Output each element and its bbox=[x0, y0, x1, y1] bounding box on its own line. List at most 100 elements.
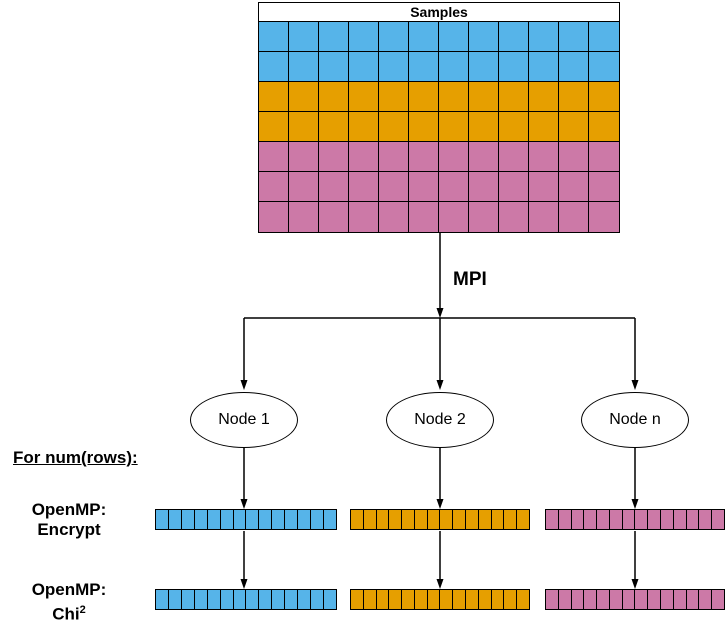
bar-cell bbox=[622, 510, 636, 529]
sample-cell bbox=[439, 172, 469, 202]
bar-cell bbox=[402, 510, 415, 529]
sample-cell bbox=[589, 82, 619, 112]
sample-cell bbox=[469, 142, 499, 172]
sample-cell bbox=[469, 52, 499, 82]
bar-cell bbox=[648, 510, 662, 529]
bar-cell bbox=[363, 510, 377, 529]
openmp-encrypt-label: OpenMP: Encrypt bbox=[1, 500, 137, 540]
bar-cell bbox=[220, 590, 234, 609]
bar-cell bbox=[491, 590, 505, 609]
sample-cell bbox=[559, 202, 589, 232]
sample-cell bbox=[499, 172, 529, 202]
sample-row-orange bbox=[259, 82, 619, 112]
sample-cell bbox=[379, 112, 409, 142]
bar-cell bbox=[699, 590, 713, 609]
bar-cell bbox=[661, 590, 674, 609]
bar-cell bbox=[673, 590, 687, 609]
bar-cell bbox=[414, 590, 428, 609]
bar-cell bbox=[635, 590, 649, 609]
bar-cell bbox=[181, 510, 195, 529]
bar-cell bbox=[686, 510, 700, 529]
chi-bar-noden bbox=[545, 589, 725, 610]
sample-cell bbox=[319, 22, 349, 52]
sample-cell bbox=[319, 52, 349, 82]
bar-cell bbox=[635, 510, 649, 529]
sample-cell bbox=[379, 172, 409, 202]
sample-cell bbox=[439, 82, 469, 112]
bar-cell bbox=[712, 510, 724, 529]
sample-cell bbox=[379, 82, 409, 112]
node-2-label: Node 2 bbox=[414, 411, 466, 428]
bar-cell bbox=[363, 590, 377, 609]
bar-cell bbox=[285, 590, 299, 609]
bar-cell bbox=[376, 510, 390, 529]
bar-cell bbox=[246, 510, 260, 529]
sample-cell bbox=[559, 142, 589, 172]
sample-cell bbox=[289, 22, 319, 52]
bar-cell bbox=[673, 510, 687, 529]
sample-cell bbox=[559, 112, 589, 142]
bar-cell bbox=[427, 590, 441, 609]
bar-cell bbox=[571, 590, 585, 609]
bar-cell bbox=[478, 510, 492, 529]
chi-superscript: 2 bbox=[79, 604, 86, 616]
bar-cell bbox=[402, 590, 415, 609]
sample-cell bbox=[289, 172, 319, 202]
bar-cell bbox=[323, 590, 336, 609]
sample-cell bbox=[409, 22, 439, 52]
openmp-chi-line1: OpenMP: bbox=[31, 580, 107, 599]
bar-cell bbox=[699, 510, 713, 529]
bar-cell bbox=[376, 590, 390, 609]
sample-cell bbox=[319, 82, 349, 112]
bar-cell bbox=[351, 510, 364, 529]
sample-cell bbox=[289, 52, 319, 82]
sample-row-pink bbox=[259, 142, 619, 172]
encrypt-bar-node1 bbox=[155, 509, 337, 530]
sample-cell bbox=[589, 142, 619, 172]
node-n-label: Node n bbox=[609, 411, 661, 428]
sample-cell bbox=[499, 202, 529, 232]
sample-cell bbox=[409, 112, 439, 142]
node-n-ellipse: Node n bbox=[581, 392, 689, 448]
sample-cell bbox=[469, 22, 499, 52]
sample-cell bbox=[349, 82, 379, 112]
bar-cell bbox=[272, 590, 286, 609]
sample-cell bbox=[529, 52, 559, 82]
bar-cell bbox=[207, 590, 221, 609]
bar-cell bbox=[194, 510, 208, 529]
bar-cell bbox=[571, 510, 585, 529]
sample-cell bbox=[469, 172, 499, 202]
sample-cell bbox=[349, 52, 379, 82]
sample-cell bbox=[379, 52, 409, 82]
bar-cell bbox=[389, 510, 403, 529]
sample-cell bbox=[499, 52, 529, 82]
openmp-encrypt-line2: Encrypt bbox=[37, 520, 101, 539]
bar-cell bbox=[517, 590, 529, 609]
sample-cell bbox=[319, 202, 349, 232]
sample-row-pink bbox=[259, 172, 619, 202]
bar-cell bbox=[584, 590, 598, 609]
bar-cell bbox=[311, 510, 324, 529]
bar-cell bbox=[440, 510, 454, 529]
encrypt-bar-node2 bbox=[350, 509, 530, 530]
sample-cell bbox=[469, 112, 499, 142]
bar-cell bbox=[453, 590, 467, 609]
sample-cell bbox=[559, 22, 589, 52]
sample-cell bbox=[409, 142, 439, 172]
sample-row-pink bbox=[259, 202, 619, 232]
sample-row-blue bbox=[259, 22, 619, 52]
node-1-ellipse: Node 1 bbox=[190, 392, 298, 448]
sample-cell bbox=[379, 22, 409, 52]
sample-cell bbox=[259, 142, 289, 172]
sample-cell bbox=[319, 172, 349, 202]
bar-cell bbox=[517, 510, 529, 529]
sample-cell bbox=[319, 112, 349, 142]
bar-cell bbox=[168, 590, 182, 609]
bar-cell bbox=[181, 590, 195, 609]
bar-cell bbox=[491, 510, 505, 529]
sample-cell bbox=[439, 52, 469, 82]
sample-cell bbox=[529, 202, 559, 232]
sample-cell bbox=[259, 172, 289, 202]
samples-table: Samples bbox=[258, 2, 620, 233]
